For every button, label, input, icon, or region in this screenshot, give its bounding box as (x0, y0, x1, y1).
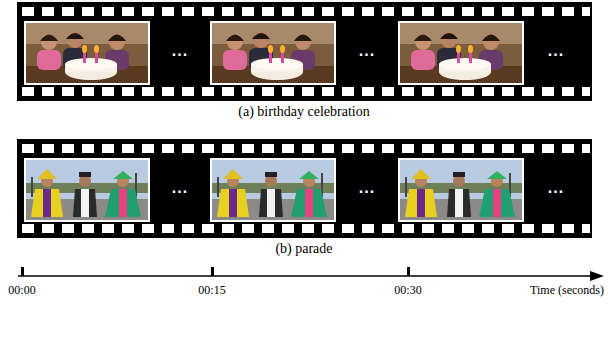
axis-title: Time (seconds) (530, 283, 604, 298)
ellipsis: ... (548, 179, 564, 197)
tick-label: 00:30 (394, 283, 421, 298)
tick-label: 00:15 (198, 283, 225, 298)
ellipsis: ... (172, 179, 188, 197)
subfigure-caption: (b) parade (275, 241, 332, 257)
ellipsis: ... (359, 179, 375, 197)
subfigure-caption: (a) birthday celebration (238, 104, 369, 120)
ellipsis: ... (548, 42, 564, 60)
tick-label: 00:00 (8, 283, 35, 298)
ellipsis: ... (359, 42, 375, 60)
ellipsis: ... (172, 42, 188, 60)
